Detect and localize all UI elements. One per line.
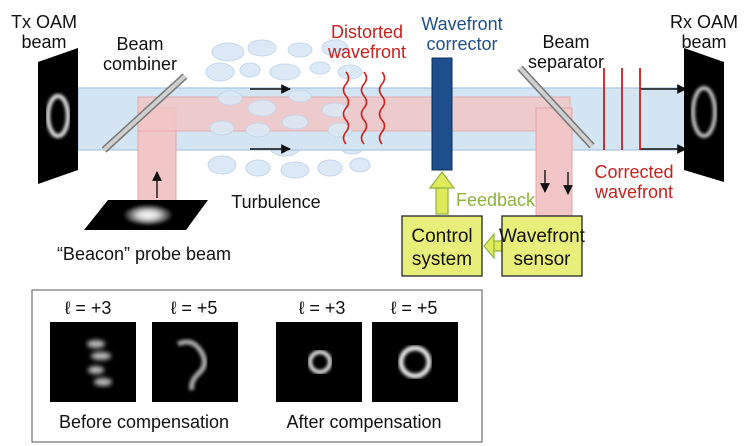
beam-arrows (152, 84, 687, 198)
before-l3-label: ℓ = +3 (65, 298, 112, 318)
corrected-label-line1: Corrected (594, 162, 673, 182)
before-caption: Before compensation (59, 412, 229, 432)
distorted-label-line2: wavefront (327, 42, 406, 62)
control-system-box: Control system (401, 215, 483, 277)
rx-label-line2: beam (681, 32, 726, 52)
separator-label-line1: Beam (542, 32, 589, 52)
separator-label-line2: separator (528, 52, 604, 72)
distorted-wavefront-icon (342, 71, 386, 145)
sensor-line1: Wavefront (499, 226, 586, 247)
corrector-label-line1: Wavefront (421, 14, 502, 34)
wavefront-corrector (431, 57, 453, 171)
sensor-line2: sensor (513, 249, 571, 270)
after-l5-image (372, 322, 458, 402)
beacon-beam-horizontal (137, 96, 571, 132)
compensation-inset: ℓ = +3 ℓ = +5 ℓ = +3 ℓ = +5 (31, 289, 483, 443)
beacon-label: “Beacon” probe beam (57, 244, 231, 264)
beacon-probe-image (84, 200, 208, 230)
after-l3-label: ℓ = +3 (299, 298, 346, 318)
tx-oam-beam-image (38, 48, 78, 184)
tx-label-line1: Tx OAM (11, 12, 77, 32)
combiner-label-line1: Beam (116, 34, 163, 54)
before-l5-image (152, 322, 238, 402)
beacon-beam-down (535, 107, 573, 217)
after-caption: After compensation (286, 412, 441, 432)
rx-oam-beam-image (684, 48, 724, 182)
feedback-arrow (428, 171, 456, 215)
after-l3-image (276, 322, 362, 402)
distorted-label-line1: Distorted (331, 22, 403, 42)
before-l3-image (50, 322, 136, 402)
control-line2: system (412, 249, 472, 270)
combiner-label-line2: combiner (103, 54, 177, 74)
corrector-label-line2: corrector (426, 34, 497, 54)
feedback-label: Feedback (456, 190, 536, 210)
turbulence-cloud-front (209, 89, 353, 138)
before-l5-label: ℓ = +5 (171, 298, 218, 318)
turbulence-label: Turbulence (231, 192, 320, 212)
tx-label-line2: beam (21, 32, 66, 52)
control-line1: Control (411, 226, 472, 247)
corrected-wavefront-icon (603, 68, 641, 150)
rx-label-line1: Rx OAM (670, 12, 738, 32)
wavefront-sensor-box: Wavefront sensor (499, 215, 586, 277)
after-l5-label: ℓ = +5 (391, 298, 438, 318)
corrected-label-line2: wavefront (594, 182, 673, 202)
